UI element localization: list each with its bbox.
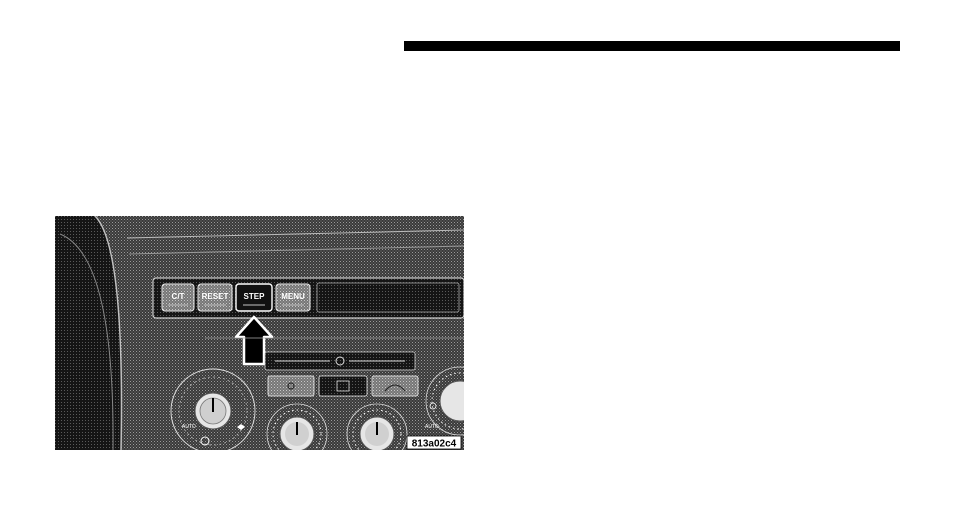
step-button[interactable]: STEP (236, 284, 272, 311)
dashboard-illustration: C/T RESET STEP MENU (55, 216, 464, 450)
fan-knob[interactable]: AUTO (171, 369, 255, 450)
menu-button-label: MENU (281, 292, 305, 301)
step-button-label: STEP (244, 292, 266, 301)
header-rule (404, 41, 900, 51)
front-defrost-button[interactable] (372, 376, 418, 396)
reset-button-label: RESET (202, 292, 229, 301)
recirc-button[interactable] (268, 376, 314, 396)
auto-label-right: AUTO (425, 424, 439, 430)
menu-button[interactable]: MENU (276, 284, 310, 311)
rear-defrost-button[interactable] (319, 376, 367, 396)
ct-button[interactable]: C/T (162, 284, 194, 311)
figure-id: 813a02c4 (412, 439, 457, 450)
auto-label-left: AUTO (182, 424, 196, 430)
reset-button[interactable]: RESET (198, 284, 232, 311)
display-window (317, 283, 459, 312)
ct-button-label: C/T (172, 292, 185, 301)
